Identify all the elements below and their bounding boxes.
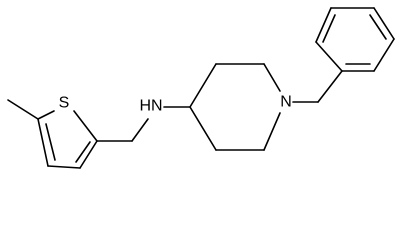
piperidine-ring: N (189, 63, 292, 151)
thiophene-bond-s-c2 (73, 110, 98, 142)
benzene-bond-5 (373, 38, 395, 72)
thiophene-bond-c4-c5-inner (45, 123, 56, 161)
benzene-bond-4-inner (369, 14, 387, 40)
thiophene-bond-c4-c5 (37, 118, 49, 167)
thiophene-bond-c2-c3-inner (75, 141, 91, 163)
thiophene-bond-c2-c3 (79, 140, 98, 169)
thiophene-bond-c5-s (37, 110, 55, 120)
amine-linker-group: HN (96, 98, 191, 142)
methylthiophene-group: S (7, 95, 98, 169)
benzene-bond-2-inner (322, 14, 336, 43)
benzene-bond-2 (315, 7, 332, 43)
benzene-bond-4 (373, 7, 395, 40)
benzyl-bond-ch2-ring (317, 70, 343, 103)
piperidine-bond-1 (189, 63, 217, 108)
methyl-bond (7, 99, 39, 120)
piperidine-bond-4 (263, 112, 281, 151)
methylene-bond-to-amine (131, 118, 149, 142)
sulfur-atom-label: S (59, 95, 70, 112)
benzene-bond-1 (315, 41, 343, 72)
thiophene-bond-c3-c4 (47, 165, 81, 169)
piperidine-nitrogen-label: N (280, 94, 292, 111)
piperidine-bond-3 (263, 63, 281, 92)
benzyl-group (292, 7, 395, 103)
chemical-structure-diagram: S HN N (7, 7, 395, 169)
amine-atom-label: HN (139, 98, 162, 115)
piperidine-bond-6 (189, 106, 217, 151)
